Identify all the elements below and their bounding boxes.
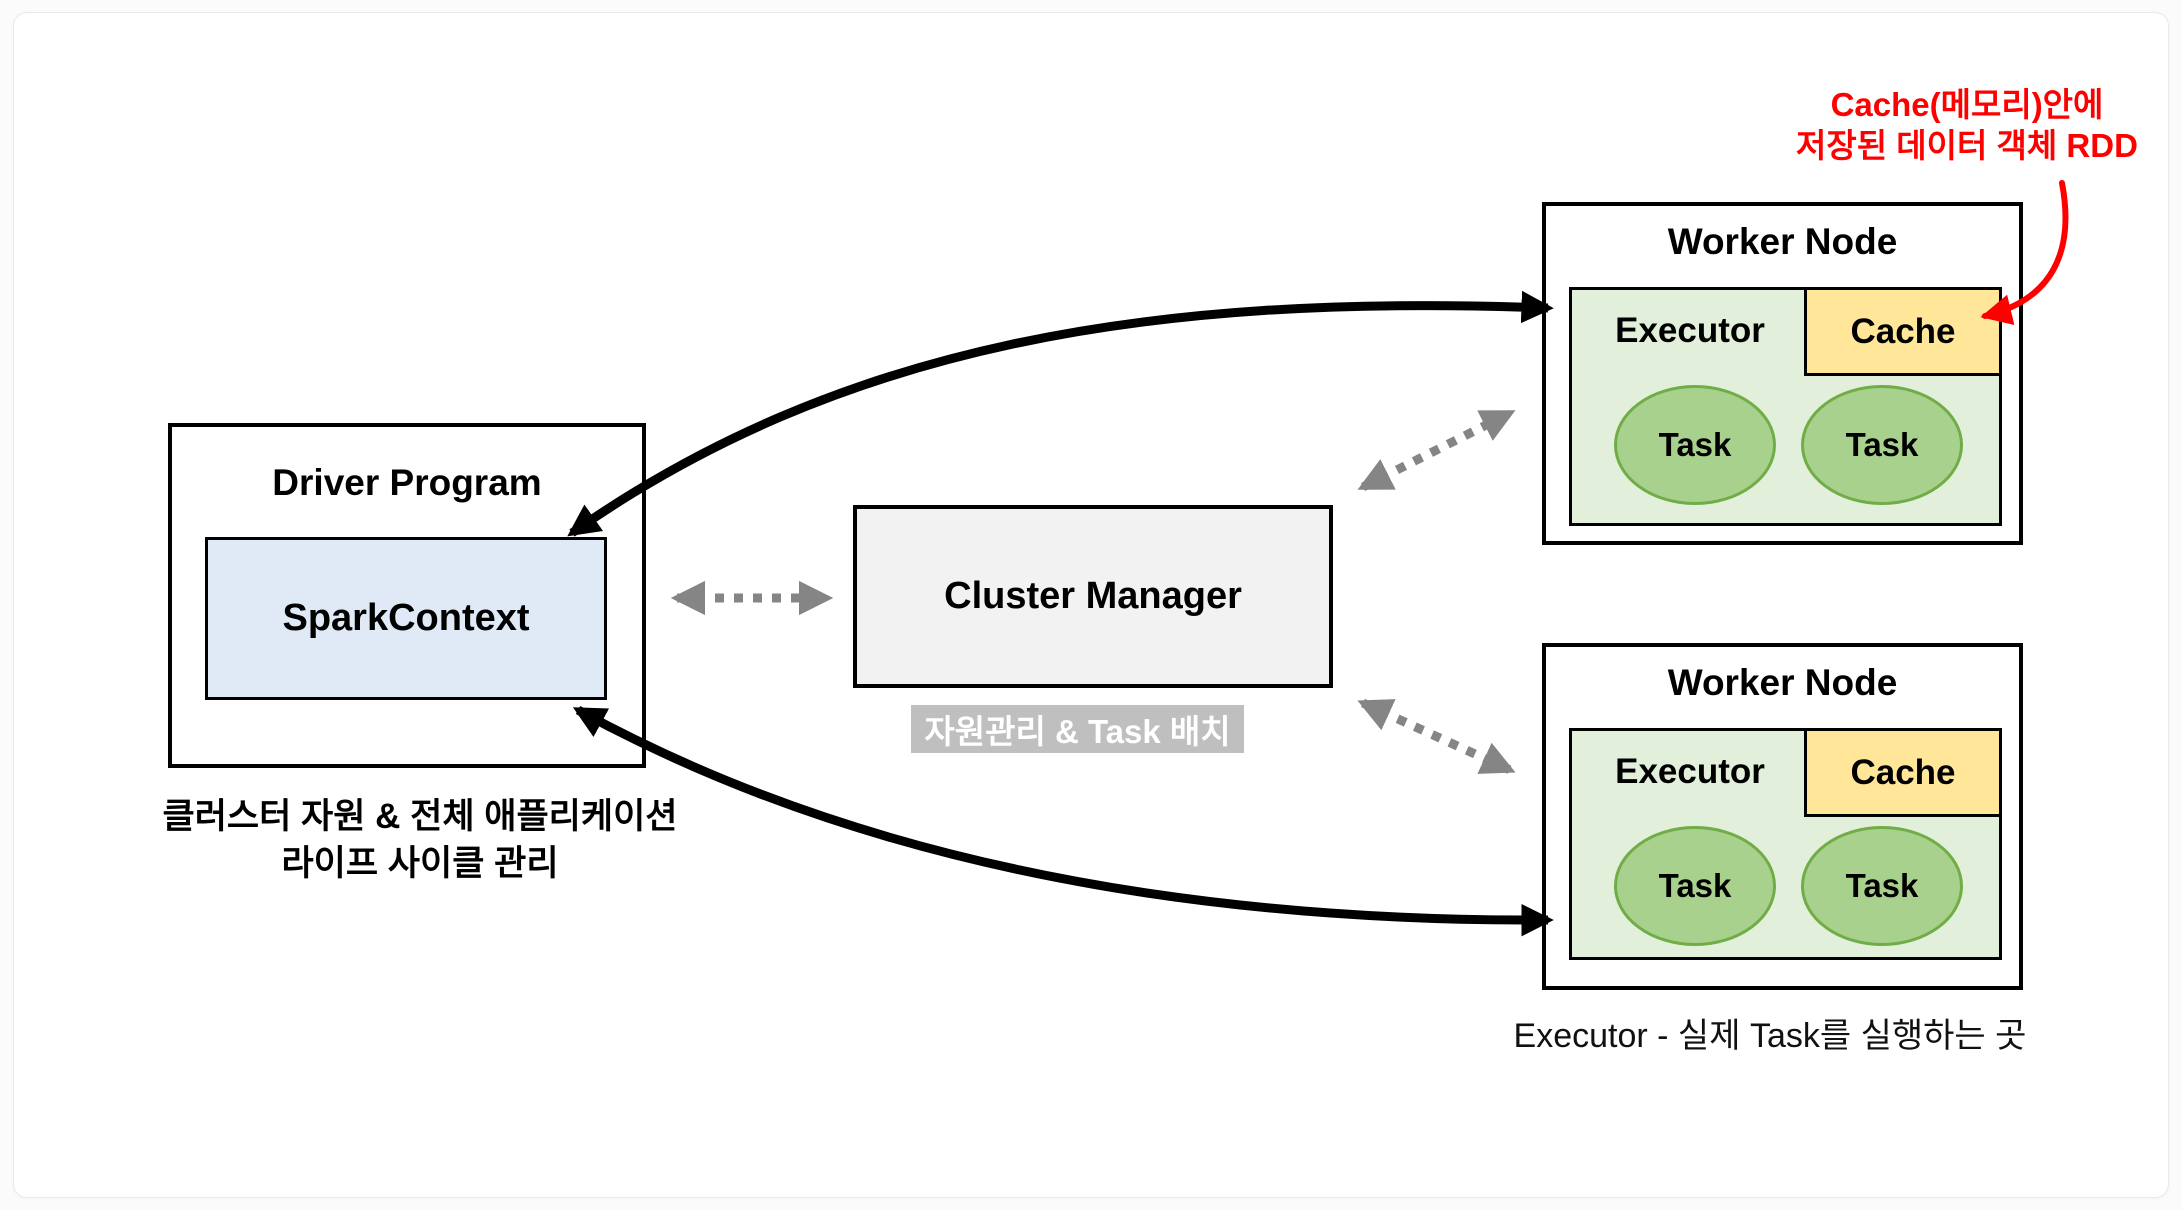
- worker-node-bottom: Worker Node Executor Cache Task Task: [1542, 643, 2023, 990]
- cache-box: Cache: [1804, 287, 2002, 376]
- executor-box: Executor Cache Task Task: [1569, 287, 2002, 526]
- task-ellipse: Task: [1614, 826, 1776, 946]
- executor-caption: Executor - 실제 Task를 실행하는 곳: [1513, 1017, 2027, 1055]
- cluster-manager-badge: 자원관리 & Task 배치: [911, 705, 1244, 753]
- driver-caption-line1: 클러스터 자원 & 전체 애플리케이션: [162, 797, 678, 836]
- cache-annotation-line1: Cache(메모리)안에: [1830, 86, 2104, 123]
- executor-label: Executor: [1615, 311, 1765, 350]
- driver-program-title: Driver Program: [272, 462, 542, 503]
- task-ellipse: Task: [1614, 385, 1776, 505]
- worker-node-title: Worker Node: [1667, 221, 1898, 262]
- executor-label: Executor: [1615, 752, 1765, 791]
- worker-node-top: Worker Node Executor Cache Task Task: [1542, 202, 2023, 545]
- task-ellipse: Task: [1801, 826, 1963, 946]
- task-ellipse: Task: [1801, 385, 1963, 505]
- spark-context-box: SparkContext: [205, 537, 607, 700]
- cache-annotation-line2: 저장된 데이터 객체 RDD: [1796, 127, 2138, 164]
- cache-box: Cache: [1804, 728, 2002, 817]
- driver-caption-line2: 라이프 사이클 관리: [281, 844, 559, 883]
- cluster-manager-box: Cluster Manager: [853, 505, 1333, 688]
- worker-node-title: Worker Node: [1667, 662, 1898, 703]
- cache-annotation: Cache(메모리)안에 저장된 데이터 객체 RDD: [1752, 84, 2182, 166]
- executor-box: Executor Cache Task Task: [1569, 728, 2002, 960]
- driver-caption: 클러스터 자원 & 전체 애플리케이션 라이프 사이클 관리: [140, 793, 700, 887]
